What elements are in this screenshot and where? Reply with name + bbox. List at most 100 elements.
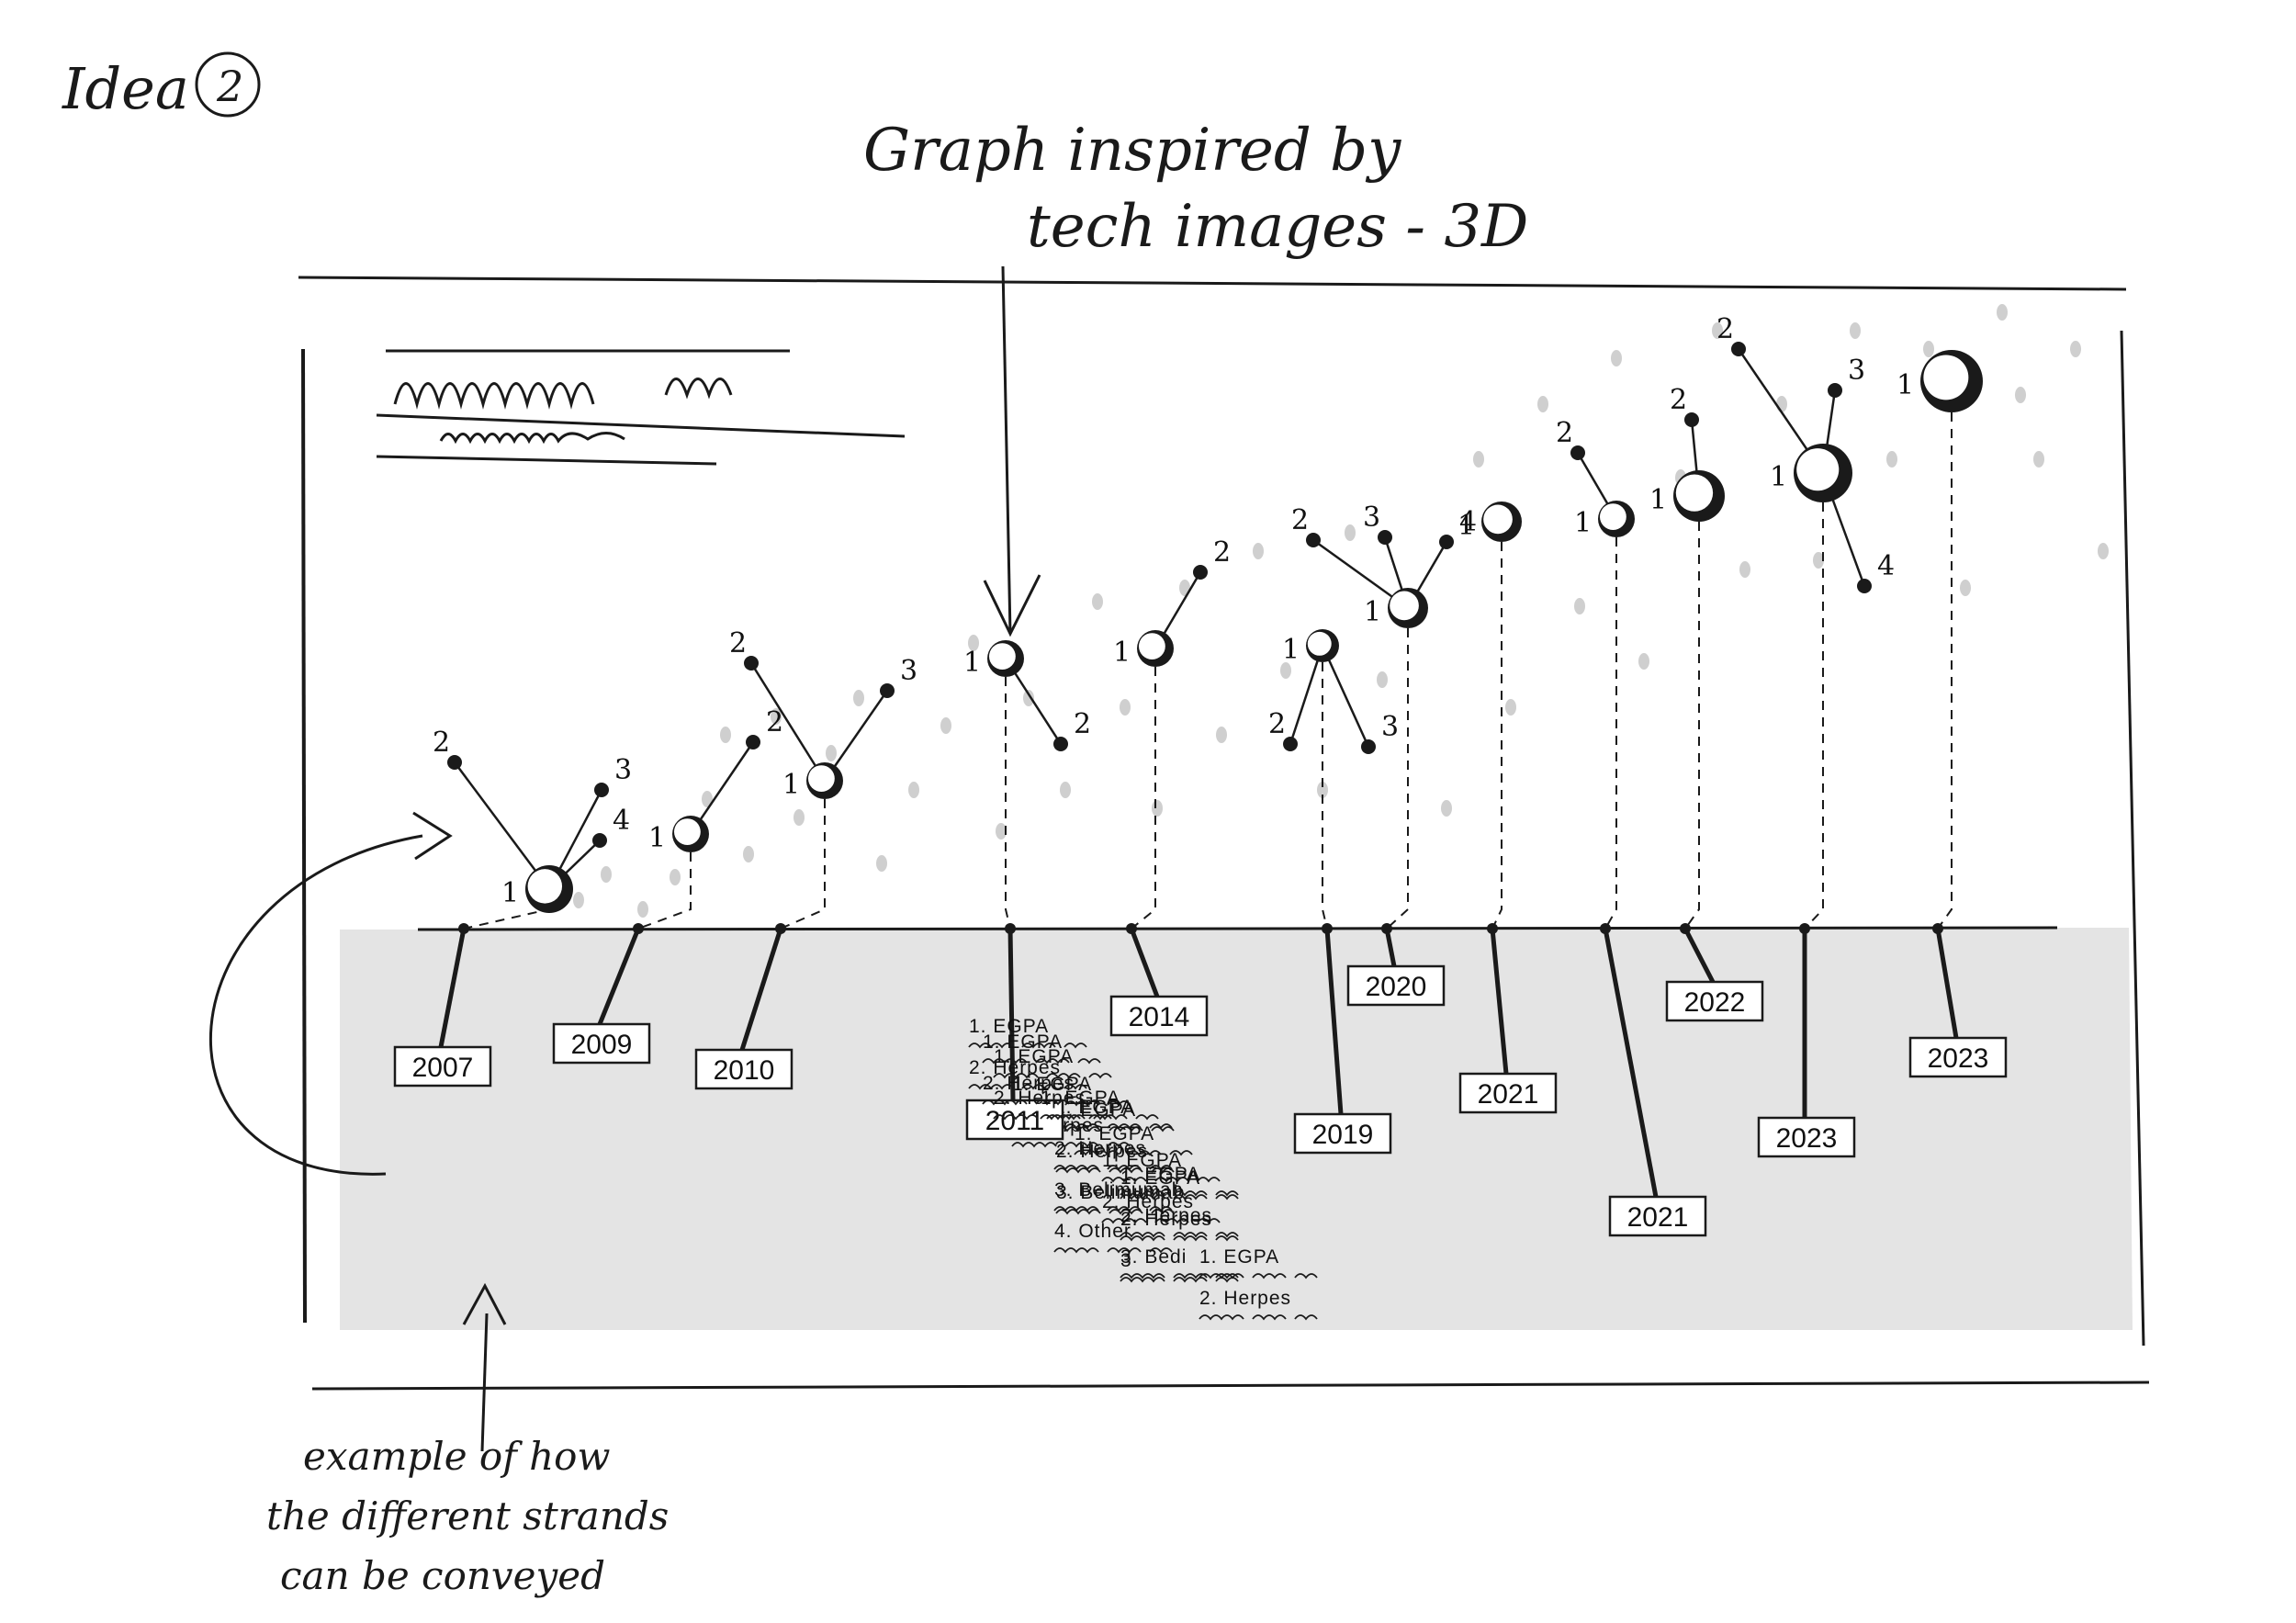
year-box [393, 1045, 492, 1088]
pointer-arrow-line [1001, 265, 1012, 635]
strand-number: 2 [766, 706, 783, 738]
strand-number: 4 [1877, 550, 1895, 582]
list-item: 2. Herpes [983, 1073, 1075, 1094]
year-label: 2019 [1312, 1120, 1374, 1150]
strand-number: 3 [900, 655, 917, 687]
main-node-number: 1 [963, 647, 981, 679]
strand-number: 3 [1363, 502, 1380, 534]
main-node-number: 1 [1574, 507, 1592, 539]
strand-node [1828, 383, 1842, 398]
strand-node [594, 783, 609, 797]
year-label: 2014 [1129, 1002, 1190, 1032]
main-node-highlight [1307, 631, 1332, 656]
drop-line [1804, 502, 1824, 930]
strand-number: 2 [1291, 504, 1309, 536]
scribble [1101, 1218, 1221, 1224]
pointer-arrow-head [983, 574, 1041, 637]
main-node-highlight [1390, 591, 1419, 621]
year-stem [1603, 928, 1659, 1198]
strand-number: 2 [1670, 384, 1687, 416]
year-stem [739, 928, 783, 1051]
drop-line [780, 799, 826, 930]
year-label: 2022 [1684, 987, 1746, 1018]
strand-line [689, 741, 755, 835]
strand-number: 3 [1381, 711, 1399, 743]
year-stem [438, 928, 467, 1048]
list-item: 2. Herpes [1102, 1191, 1194, 1212]
list-item: 1. EGPA [1102, 1150, 1182, 1171]
scribble [1101, 1177, 1221, 1183]
scribble [982, 1099, 1101, 1106]
strand-node [1731, 342, 1746, 356]
year-stem [1384, 928, 1397, 967]
main-node-number: 1 [1770, 461, 1787, 493]
year-label: 2010 [714, 1055, 775, 1086]
scribble [1120, 1232, 1239, 1238]
strand-number: 2 [1074, 708, 1091, 740]
shaded-panel [340, 928, 2133, 1330]
year-stem [1324, 928, 1344, 1115]
year-box [1109, 995, 1209, 1037]
scribble [982, 1058, 1101, 1065]
year-label: 2007 [412, 1053, 474, 1083]
timeline-entry-2022: 2022 1. EGPA 2. Herpes 2 1 [982, 384, 1764, 1106]
scribble [1011, 1142, 1131, 1148]
main-node-highlight [989, 643, 1016, 670]
strand-number: 2 [1268, 708, 1286, 740]
year-label: 2021 [1478, 1079, 1539, 1110]
year-label: 2011 [985, 1106, 1045, 1136]
strand-node [1306, 533, 1321, 547]
strand-node [1283, 737, 1298, 751]
list-item: 1. EGPA [1120, 1167, 1200, 1189]
list-item: 1. EGPA [1075, 1123, 1154, 1144]
list-item: 2. Herpes [1120, 1205, 1212, 1226]
year-stem [1935, 928, 1959, 1039]
year-box [1665, 980, 1764, 1022]
scribble [1055, 1167, 1175, 1174]
year-box [1908, 1036, 2008, 1078]
year-stem [1129, 928, 1160, 997]
scribble [1199, 1314, 1318, 1321]
drop-line [1604, 537, 1617, 930]
main-node-number: 1 [1364, 596, 1381, 628]
strand-node [1053, 737, 1068, 751]
year-label: 2020 [1366, 972, 1427, 1002]
year-box [552, 1022, 651, 1065]
strand-number: 4 [1459, 506, 1477, 538]
main-node-highlight [1600, 503, 1626, 530]
main-node-highlight [1796, 448, 1840, 491]
main-node-number: 1 [1649, 484, 1667, 516]
year-box [1293, 1112, 1392, 1155]
year-stem [597, 928, 641, 1025]
list-item: 3 [1120, 1250, 1132, 1271]
strand-number: 2 [433, 727, 450, 759]
svg-text:Graph inspired by: Graph inspired by [863, 117, 1401, 185]
main-node-highlight [1923, 355, 1969, 400]
scribble [1053, 1247, 1173, 1254]
main-node-highlight [1675, 474, 1714, 512]
main-node-highlight [527, 869, 563, 904]
drop-line [1491, 542, 1503, 930]
list-item: 1. EGPA [983, 1031, 1063, 1053]
strand-number: 3 [1848, 355, 1865, 387]
main-node-number: 1 [1896, 369, 1914, 401]
sketch-title: Idea 2 [62, 51, 261, 122]
list-item: 1. EGPA [1199, 1246, 1279, 1268]
timeline-entry-2021: 2021 1. EGPA 1 [1074, 502, 1558, 1156]
year-box [694, 1048, 793, 1090]
strand-number: 2 [729, 627, 747, 659]
scribble [1055, 1126, 1175, 1133]
year-box [1608, 1195, 1707, 1237]
timeline-axis [417, 926, 2058, 931]
year-label: 2009 [571, 1030, 633, 1060]
scribble [968, 1084, 1087, 1090]
strand-node [1193, 565, 1208, 580]
strand-number: 4 [613, 805, 630, 837]
main-node-number: 1 [1113, 637, 1131, 669]
main-node-number: 1 [648, 822, 666, 854]
scribble [1120, 1190, 1239, 1197]
list-item: 1. EGPA [969, 1016, 1049, 1037]
